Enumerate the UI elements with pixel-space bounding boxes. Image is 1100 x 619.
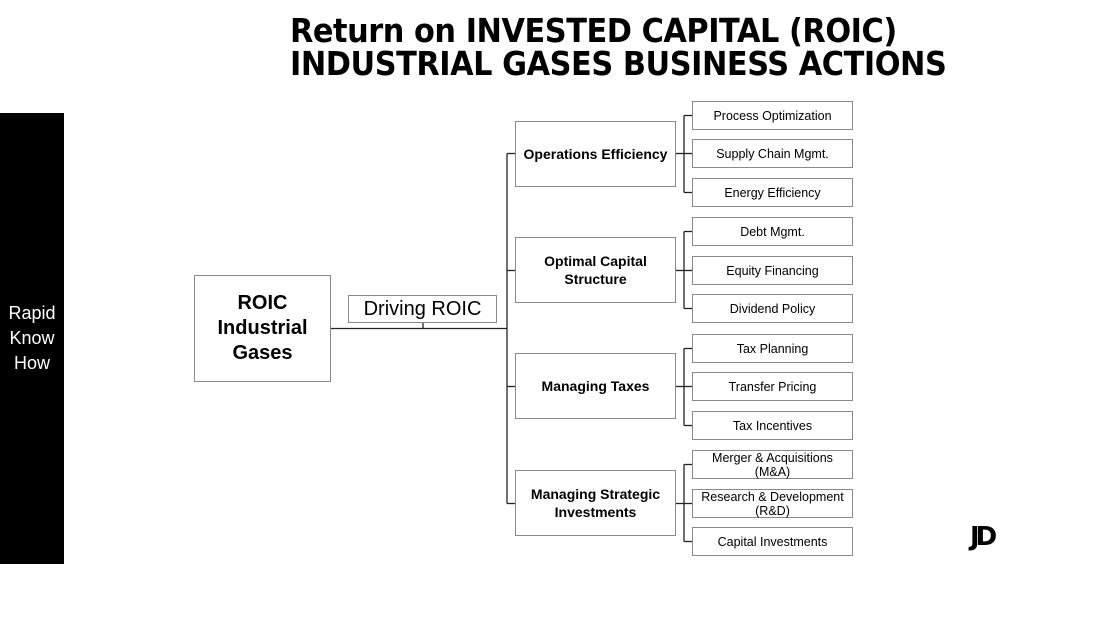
- branch-node-optimal-capital-structure: Optimal Capital Structure: [515, 237, 676, 303]
- leaf-label: Research & Development (R&D): [701, 490, 843, 518]
- leaf-node-capital-investments: Capital Investments: [692, 527, 853, 556]
- sidebar-line: How: [13, 353, 50, 373]
- branch-line: Optimal Capital: [544, 253, 647, 269]
- root-line: ROIC: [237, 292, 288, 314]
- leaf-node-dividend-policy: Dividend Policy: [692, 294, 853, 323]
- leaf-label: Capital Investments: [717, 534, 828, 549]
- leaf-label: Tax Planning: [736, 341, 809, 356]
- root-line: Industrial: [217, 317, 308, 339]
- leaf-line: (M&A): [754, 464, 791, 479]
- sidebar-brand-text: Rapid Know How: [8, 301, 55, 376]
- driver-node: Driving ROIC: [348, 295, 497, 323]
- branch-node-managing-strategic-investments: Managing Strategic Investments: [515, 470, 676, 536]
- root-label: ROIC Industrial Gases: [217, 291, 307, 366]
- leaf-node-tax-incentives: Tax Incentives: [692, 411, 853, 440]
- branch-label: Operations Efficiency: [523, 146, 668, 162]
- leaf-node-merger-acquisitions: Merger & Acquisitions (M&A): [692, 450, 853, 479]
- title-line-1: Return on INVESTED CAPITAL (ROIC): [290, 11, 897, 50]
- leaf-label: Debt Mgmt.: [740, 224, 805, 239]
- branch-label: Managing Strategic Investments: [531, 485, 660, 521]
- root-node: ROIC Industrial Gases: [194, 275, 331, 382]
- branch-line: Investments: [554, 504, 637, 520]
- sidebar-brand-panel: Rapid Know How: [0, 113, 64, 564]
- root-line: Gases: [232, 342, 293, 364]
- leaf-node-equity-financing: Equity Financing: [692, 256, 853, 285]
- sidebar-line: Rapid: [8, 303, 56, 323]
- leaf-node-research-development: Research & Development (R&D): [692, 489, 853, 518]
- driver-label: Driving ROIC: [363, 297, 482, 320]
- branch-label: Optimal Capital Structure: [544, 252, 647, 288]
- page-title: Return on INVESTED CAPITAL (ROIC) INDUST…: [290, 11, 947, 83]
- leaf-label: Transfer Pricing: [728, 379, 817, 394]
- branch-line: Structure: [564, 271, 627, 287]
- leaf-node-transfer-pricing: Transfer Pricing: [692, 372, 853, 401]
- leaf-label: Equity Financing: [726, 263, 819, 278]
- branch-label: Managing Taxes: [541, 378, 650, 394]
- leaf-label: Merger & Acquisitions (M&A): [712, 451, 833, 479]
- title-line-2: INDUSTRIAL GASES BUSINESS ACTIONS: [290, 44, 947, 83]
- branch-node-operations-efficiency: Operations Efficiency: [515, 121, 676, 187]
- leaf-label: Supply Chain Mgmt.: [716, 146, 829, 161]
- leaf-node-supply-chain: Supply Chain Mgmt.: [692, 139, 853, 168]
- branch-line: Managing Strategic: [530, 486, 661, 502]
- branch-node-managing-taxes: Managing Taxes: [515, 353, 676, 419]
- leaf-line: (R&D): [755, 503, 790, 518]
- leaf-label: Energy Efficiency: [724, 185, 821, 200]
- leaf-label: Tax Incentives: [732, 418, 813, 433]
- sidebar-line: Know: [9, 328, 55, 348]
- leaf-line: Merger & Acquisitions: [712, 450, 833, 465]
- leaf-line: Research & Development: [701, 489, 844, 504]
- leaf-node-debt-mgmt: Debt Mgmt.: [692, 217, 853, 246]
- leaf-node-tax-planning: Tax Planning: [692, 334, 853, 363]
- leaf-label: Process Optimization: [713, 108, 832, 123]
- signature-initials: JD: [970, 522, 997, 552]
- leaf-node-energy-efficiency: Energy Efficiency: [692, 178, 853, 207]
- leaf-label: Dividend Policy: [729, 301, 816, 316]
- leaf-node-process-optimization: Process Optimization: [692, 101, 853, 130]
